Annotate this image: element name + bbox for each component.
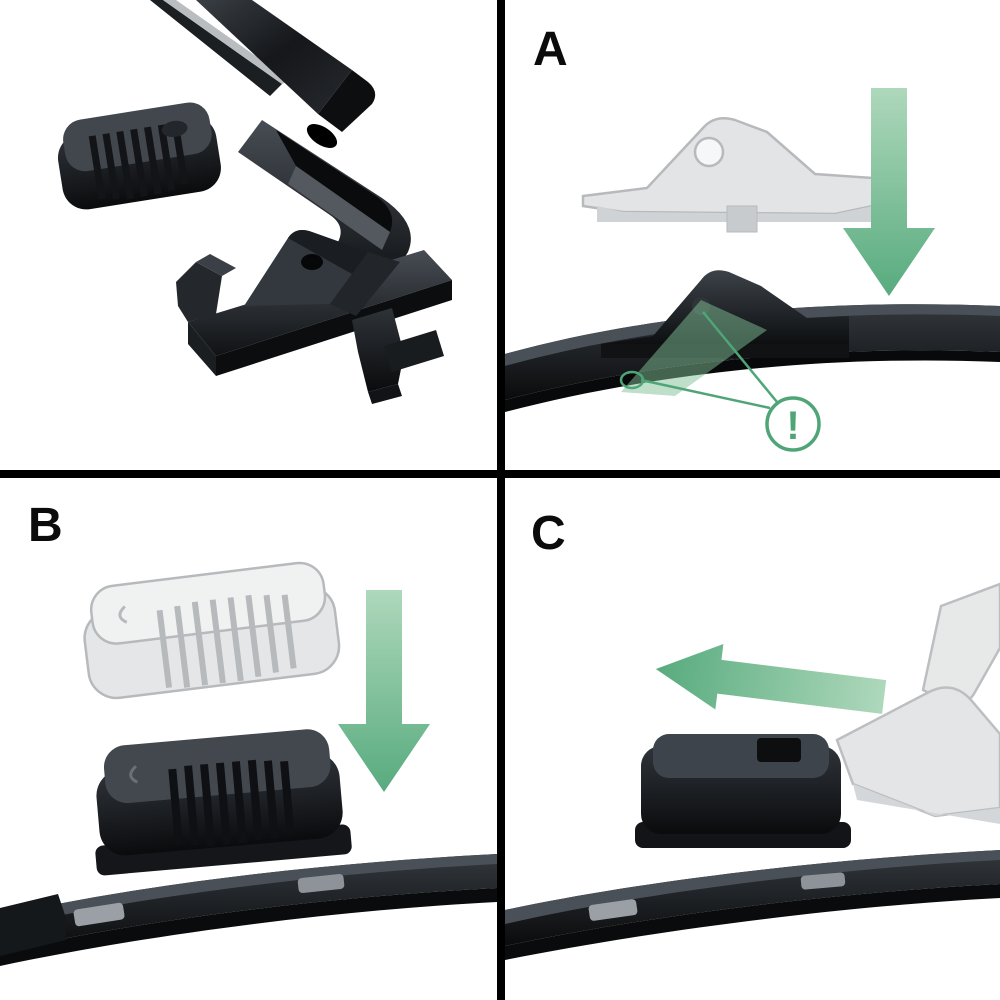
- wiper-blade: [505, 850, 1000, 960]
- adapter-cap-part: [57, 102, 221, 210]
- ghost-adapter: [581, 117, 875, 233]
- step-label-a: A: [533, 23, 568, 76]
- panel-parts-overview: [0, 0, 497, 470]
- blade-connector: [635, 734, 851, 848]
- warning-callout: !: [619, 311, 821, 452]
- divider-vertical: [497, 0, 505, 1000]
- parts-overview-illustration: [57, 0, 452, 404]
- arrow-down-icon: [843, 88, 935, 296]
- ghost-cap: [83, 561, 341, 700]
- step-b-illustration: [0, 561, 497, 966]
- arrow-left-icon: [655, 644, 887, 714]
- wiper-blade: [0, 854, 497, 966]
- wiper-arm-hook: [150, 0, 411, 288]
- step-a-illustration: !: [505, 88, 1000, 452]
- highlight-zone: [621, 300, 767, 396]
- panel-step-b: B: [0, 478, 497, 1000]
- panel-step-c: C: [505, 478, 1000, 1000]
- arrow-down-icon: [338, 590, 430, 792]
- ghost-wiper-arm: [835, 582, 1000, 824]
- adapter-clip-part: [176, 230, 452, 404]
- step-label-b: B: [28, 499, 63, 552]
- adapter-cap-mounted: [95, 729, 352, 876]
- exclamation-icon: !: [786, 404, 799, 448]
- divider-horizontal: [0, 470, 1000, 478]
- panel-step-a: A: [505, 0, 1000, 470]
- step-c-illustration: [505, 582, 1000, 960]
- step-label-c: C: [531, 507, 566, 560]
